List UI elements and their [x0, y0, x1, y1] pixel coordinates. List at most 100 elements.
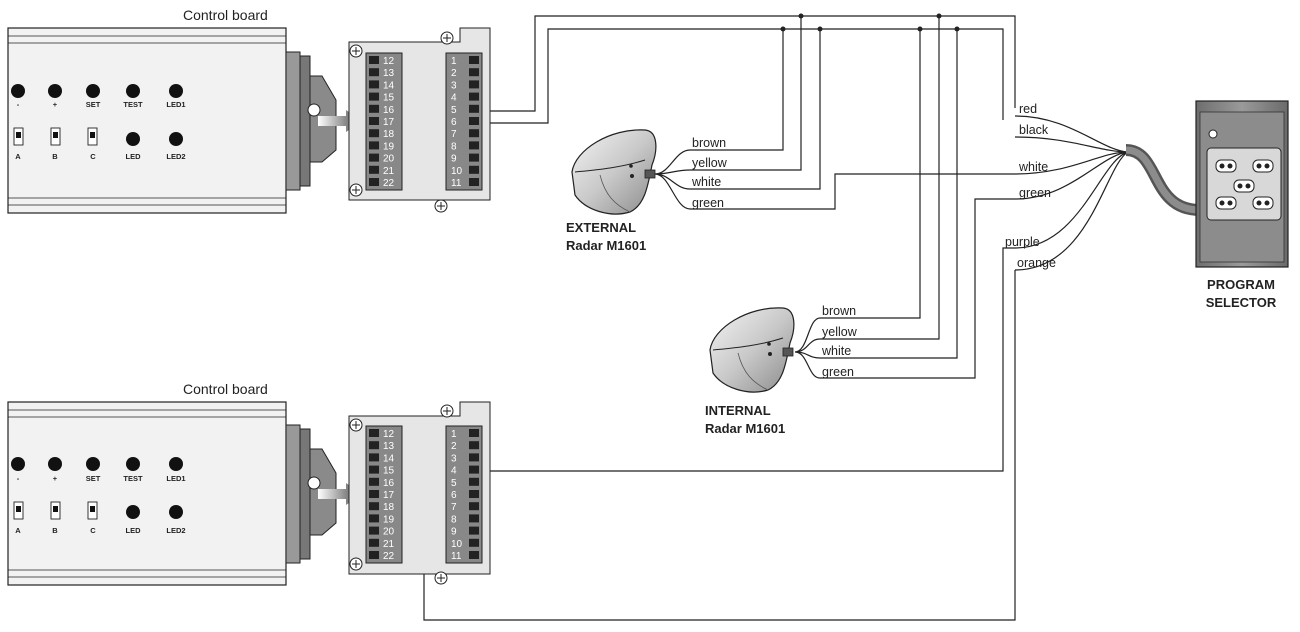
terminal-number: 12	[383, 429, 395, 440]
terminal-number: 18	[383, 129, 395, 140]
selector-wire-labels: red black white green purple orange	[1005, 102, 1056, 270]
led-label: LED2	[166, 152, 185, 161]
terminal-number: 19	[383, 514, 395, 525]
terminal-slot	[469, 141, 479, 150]
wire-label: green	[1019, 186, 1051, 200]
led-label: LED	[126, 526, 142, 535]
control-board-title: Control board	[183, 7, 268, 23]
control-board-title: Control board	[183, 381, 268, 397]
terminal-number: 9	[451, 154, 457, 165]
terminal-slot	[469, 526, 479, 535]
terminal-slot	[369, 165, 379, 174]
wire-label: orange	[1017, 256, 1056, 270]
wire-label: green	[822, 365, 854, 379]
terminal-slot	[469, 538, 479, 547]
switch-label: A	[15, 152, 21, 161]
button-label: SET	[86, 100, 101, 109]
radar-model: Radar M1601	[705, 421, 785, 436]
terminal-number: 1	[451, 56, 457, 67]
test-button	[126, 457, 140, 471]
wire-label: red	[1019, 102, 1037, 116]
led-label: LED	[126, 152, 142, 161]
terminal-slot	[369, 117, 379, 125]
terminal-number: 9	[451, 527, 457, 538]
wire-internal-white	[820, 29, 958, 359]
terminal-slot	[469, 502, 479, 511]
terminal-number: 13	[383, 441, 395, 452]
terminal-number: 7	[451, 502, 457, 513]
board-housing	[7, 401, 287, 586]
radar-title: INTERNAL	[705, 403, 771, 418]
terminal-number: 10	[451, 539, 463, 550]
radar-cable-gland	[782, 347, 794, 357]
led2-indicator	[169, 505, 183, 519]
terminal-slot	[469, 153, 479, 162]
minus-button	[11, 84, 25, 98]
wire-label: white	[1018, 160, 1048, 174]
terminal-number: 7	[451, 129, 457, 140]
wiring	[402, 13, 1201, 621]
led2-indicator	[169, 132, 183, 146]
led-label: LED2	[166, 526, 185, 535]
control-board-1: Control board - + SET TEST LED1 A B C LE…	[7, 7, 491, 214]
terminal-slot	[369, 141, 379, 150]
terminal-number: 17	[383, 490, 395, 501]
terminal-slot	[369, 441, 379, 450]
plus-button	[48, 457, 62, 471]
wire-label: yellow	[692, 156, 728, 170]
terminal-number: 22	[383, 178, 395, 189]
terminal-number: 4	[451, 466, 457, 477]
keyhole-icon	[1208, 129, 1218, 139]
board-connector	[285, 424, 301, 564]
board-housing	[7, 27, 287, 214]
wire-label: black	[1019, 123, 1049, 137]
terminal-slot	[369, 538, 379, 547]
wire-internal-fan	[794, 317, 821, 379]
terminal-number: 18	[383, 502, 395, 513]
terminal-number: 3	[451, 80, 457, 91]
button-label: SET	[86, 474, 101, 483]
wire-label: yellow	[822, 325, 858, 339]
switch-label: C	[90, 526, 96, 535]
terminal-slot	[369, 514, 379, 523]
terminal-number: 22	[383, 551, 395, 562]
terminal-slot	[369, 490, 379, 498]
wire-label: purple	[1005, 235, 1040, 249]
switch-label: C	[90, 152, 96, 161]
internal-radar: INTERNAL Radar M1601 brown yellow white …	[705, 304, 858, 436]
wire-external-green	[690, 173, 1015, 210]
terminal-slot	[369, 80, 379, 89]
terminal-slot	[469, 429, 479, 437]
terminal-number: 5	[451, 105, 457, 116]
terminal-slot	[469, 465, 479, 474]
terminal-slot	[369, 56, 379, 64]
wire-board2-t4	[486, 247, 1015, 472]
test-button	[126, 84, 140, 98]
wire-external-white	[690, 29, 821, 190]
radar-model: Radar M1601	[566, 238, 646, 253]
terminal-slot	[469, 80, 479, 89]
terminal-slot	[469, 490, 479, 498]
minus-button	[11, 457, 25, 471]
switch-label: B	[52, 152, 58, 161]
wire-label: brown	[822, 304, 856, 318]
selector-cable	[1125, 144, 1201, 216]
terminal-number: 2	[451, 441, 457, 452]
terminal-slot	[369, 104, 379, 113]
terminal-number: 11	[451, 178, 462, 189]
led1-indicator	[169, 457, 183, 471]
terminal-slot	[369, 526, 379, 535]
plus-button	[48, 84, 62, 98]
button-label: TEST	[123, 474, 143, 483]
terminal-slot	[469, 117, 479, 125]
wire-board1-t5	[486, 15, 1016, 112]
terminal-number: 3	[451, 453, 457, 464]
wire-board2-t15	[402, 270, 1016, 621]
button-label: +	[53, 474, 58, 483]
terminal-number: 20	[383, 527, 395, 538]
terminal-number: 12	[383, 56, 395, 67]
switch-label: A	[15, 526, 21, 535]
terminal-slot	[469, 551, 479, 559]
terminal-number: 19	[383, 141, 395, 152]
terminal-slot	[369, 453, 379, 462]
